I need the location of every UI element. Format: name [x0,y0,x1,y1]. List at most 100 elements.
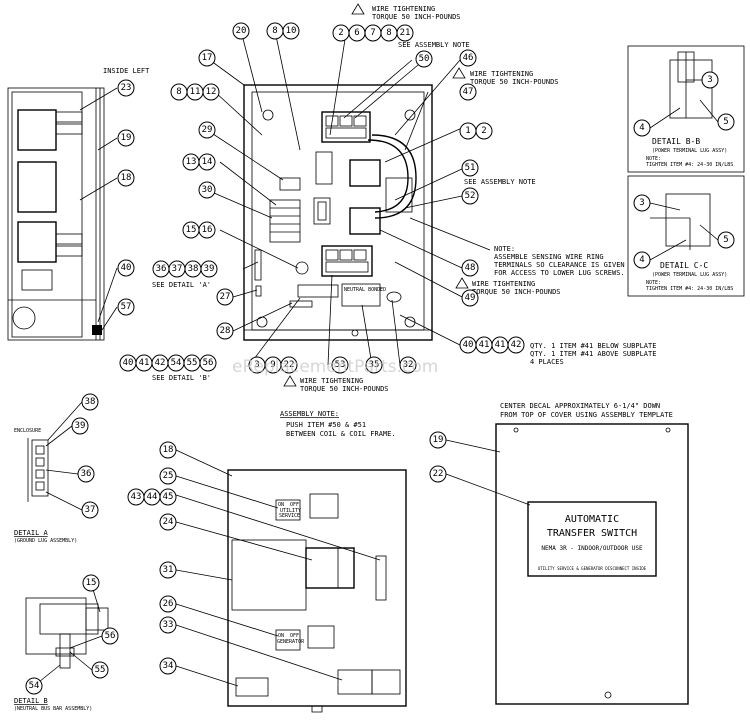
detail-cc-subtitle: (POWER TERMINAL LUG ASSY) [652,272,727,278]
generator-on-label: ON [278,633,284,639]
callout-54: 54 [171,358,182,368]
neutral-bonded-label: NEUTRAL BONDED [344,287,386,293]
callout-47: 47 [463,87,474,97]
qty-note-3: 4 PLACES [530,358,564,366]
callout-44: 44 [147,492,158,502]
callout-29: 29 [202,125,213,135]
torque-note-right-1: WIRE TIGHTENING [470,70,533,78]
service-label: SERVICE [279,513,300,519]
callout-42b: 42 [511,340,522,350]
callout-55: 55 [187,358,198,368]
callout-3c: 3 [639,198,644,208]
callout-31: 31 [163,565,174,575]
callout-3: 3 [254,360,259,370]
callout-36: 36 [156,264,167,274]
callout-22b: 22 [433,469,444,479]
callout-8c: 8 [176,87,181,97]
detail-bb: DETAIL B-B (POWER TERMINAL LUG ASSY) NOT… [627,45,745,173]
decal-footer: UTILITY SERVICE & GENERATOR DISCONNECT I… [538,566,647,571]
qty-note-2: QTY. 1 ITEM #41 ABOVE SUBPLATE [530,350,656,358]
callout-10: 10 [286,26,297,36]
generator-label: GENERATOR [277,639,305,645]
callout-56b: 56 [105,631,116,641]
watermark: eReplacementParts.com [232,357,438,377]
callout-16: 16 [202,225,213,235]
callout-40c: 40 [121,263,132,273]
torque-note-top-2: TORQUE 50 INCH-POUNDS [372,13,461,21]
detail-a-subtitle: (GROUND LUG ASSEMBLY) [14,538,77,544]
callout-26: 26 [163,599,174,609]
enclosure-label: ENCLOSURE [14,428,41,434]
callout-53: 53 [335,360,346,370]
torque-note-right-2: TORQUE 50 INCH-POUNDS [470,78,559,86]
detail-cc-note-1: NOTE: [646,280,661,286]
callout-3b: 3 [707,75,712,85]
callout-22: 22 [284,360,295,370]
detail-b: DETAIL B (NEUTRAL BUS BAR ASSEMBLY) [14,597,109,712]
callout-43: 43 [131,492,142,502]
callout-8: 8 [272,26,277,36]
decal-line-3: NEMA 3R - INDOOR/OUTDOOR USE [541,545,643,552]
callout-19b: 19 [433,435,444,445]
notes: WIRE TIGHTENING TORQUE 50 INCH-POUNDS SE… [152,3,673,438]
callout-49: 49 [465,293,476,303]
callout-11: 11 [190,87,201,97]
callout-56: 56 [203,358,214,368]
callout-54b: 54 [29,681,40,691]
callout-13: 13 [186,157,197,167]
callout-2: 2 [338,28,343,38]
callout-30: 30 [202,185,213,195]
callout-57: 57 [121,302,132,312]
detail-bb-note-1: NOTE: [646,156,661,162]
outer-cover: AUTOMATIC TRANSFER SWITCH NEMA 3R - INDO… [495,423,689,705]
detail-cc-note-2: TIGHTEN ITEM #4: 24-30 IN/LBS [646,286,733,292]
callout-34: 34 [163,661,174,671]
callout-27: 27 [220,292,231,302]
callout-23: 23 [121,83,132,93]
callout-6: 6 [354,28,359,38]
callout-21: 21 [400,28,411,38]
callout-50: 50 [419,54,430,64]
sensing-note-1: NOTE: [494,245,515,253]
callout-48: 48 [465,263,476,273]
callouts: 20 8 10 2 6 7 8 21 17 8 11 12 29 13 14 3… [25,22,735,695]
callout-41: 41 [139,358,150,368]
callout-39: 39 [204,264,215,274]
assembly-note-ref-right: SEE ASSEMBLY NOTE [464,178,536,186]
callout-5b: 5 [723,235,728,245]
detail-b-subtitle: (NEUTRAL BUS BAR ASSEMBLY) [14,706,92,712]
callout-36b: 36 [81,469,92,479]
callout-1: 1 [465,126,470,136]
detail-bb-subtitle: (POWER TERMINAL LUG ASSY) [652,148,727,154]
torque-note-bottom-2: TORQUE 50 INCH-POUNDS [300,385,389,393]
callout-2b: 2 [481,126,486,136]
callout-52: 52 [465,191,476,201]
assembly-note-title: ASSEMBLY NOTE: [280,410,339,418]
inside-left-view: INSIDE LEFT [7,67,150,341]
callout-circle-20 [232,22,250,40]
callout-12: 12 [206,87,217,97]
callout-28: 28 [220,326,231,336]
sensing-note-2: ASSEMBLE SENSING WIRE RING [494,253,604,261]
detail-cc-title: DETAIL C-C [660,261,708,270]
callout-4b: 4 [639,255,644,265]
callout-38b: 38 [85,397,96,407]
torque-note-lower-2: TORQUE 50 INCH-POUNDS [472,288,561,296]
torque-note-lower-1: WIRE TIGHTENING [472,280,535,288]
callout-33: 33 [163,620,174,630]
detail-a: ENCLOSURE DETAIL A (GROUND LUG ASSEMBLY) [14,428,77,544]
inner-door: ON OFF UTILITY SERVICE ON OFF GENERATOR [227,469,407,713]
detail-a-title: DETAIL A [14,529,49,537]
assembly-note-line-2: BETWEEN COIL & COIL FRAME. [286,430,396,438]
callout-45: 45 [163,492,174,502]
callout-41c: 41 [495,340,506,350]
utility-off-label: OFF [290,502,299,508]
assembly-note-line-1: PUSH ITEM #50 & #51 [286,421,366,429]
callout-41b: 41 [479,340,490,350]
callout-8b: 8 [386,28,391,38]
assembly-note-ref-top: SEE ASSEMBLY NOTE [398,41,470,49]
callout-32: 32 [403,360,414,370]
callout-24: 24 [163,517,174,527]
callout-37b: 37 [85,505,96,515]
see-detail-a: SEE DETAIL 'A' [152,281,211,289]
